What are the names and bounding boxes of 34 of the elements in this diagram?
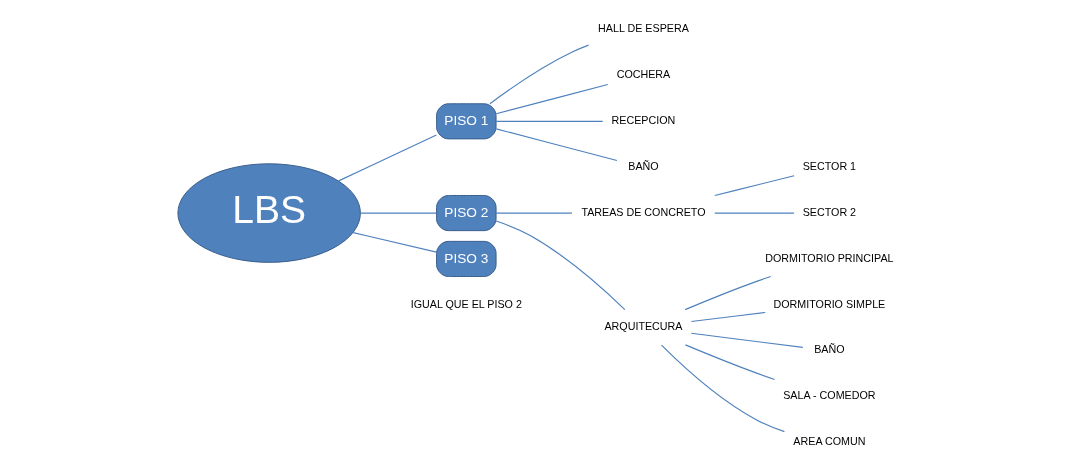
node-box: PISO 2 xyxy=(436,195,497,232)
connector xyxy=(495,120,604,122)
connector xyxy=(495,212,573,214)
node-text: BAÑO xyxy=(814,343,845,356)
node-ellipse: LBS xyxy=(177,163,361,263)
connector xyxy=(714,175,795,197)
node-text: SALA - COMEDOR xyxy=(783,389,876,402)
connector xyxy=(338,134,437,182)
node-text: ARQUITECURA xyxy=(604,319,683,332)
node-box: PISO 1 xyxy=(436,103,497,140)
connector xyxy=(684,275,772,311)
node-text: COCHERA xyxy=(616,68,671,81)
node-label: IGUAL QUE EL PISO 2 xyxy=(410,297,522,310)
connector xyxy=(360,212,437,214)
connector xyxy=(684,344,776,381)
connector xyxy=(690,311,766,323)
node-text: BAÑO xyxy=(628,159,659,172)
node-text: DORMITORIO PRINCIPAL xyxy=(765,251,894,264)
node-text: SECTOR 1 xyxy=(802,159,857,172)
node-text: SECTOR 2 xyxy=(802,205,857,218)
connector xyxy=(495,220,626,311)
node-text: AREA COMUN xyxy=(793,435,866,448)
connector xyxy=(690,332,804,348)
connector xyxy=(489,44,590,105)
node-text: TAREAS DE CONCRETO xyxy=(581,205,706,218)
connector xyxy=(714,212,795,214)
node-text: DORMITORIO SIMPLE xyxy=(773,297,886,310)
connector xyxy=(352,232,437,253)
connector xyxy=(495,83,609,115)
node-text: HALL DE ESPERA xyxy=(598,22,689,35)
node-box: PISO 3 xyxy=(436,240,497,277)
node-text: RECEPCION xyxy=(611,114,676,127)
connector xyxy=(660,344,786,433)
connector xyxy=(495,128,618,162)
